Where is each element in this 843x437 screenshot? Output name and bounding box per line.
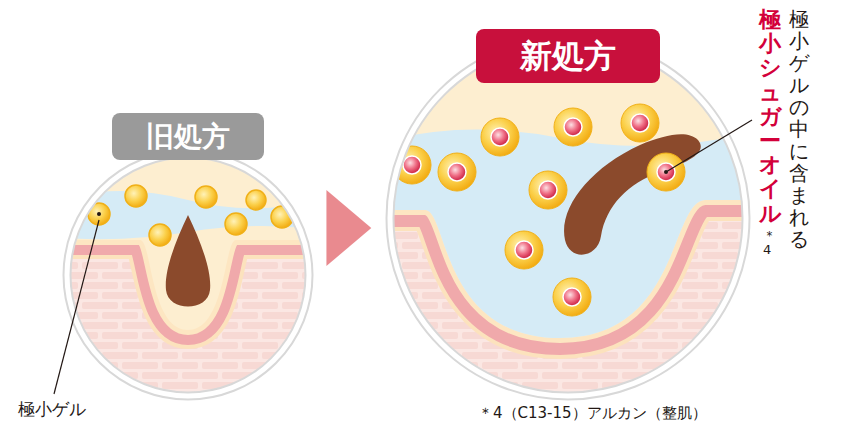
skin-circle: 新処方 [391, 41, 745, 395]
circle-outline [391, 41, 745, 395]
circle-outline [68, 155, 308, 395]
formula-heading: 旧処方 [112, 113, 264, 160]
footnote-mark: ＊4 [763, 229, 776, 258]
skin-circle: 旧処方 [68, 155, 308, 395]
footnote: ＊4（C13-15）アルカン（整肌） [478, 404, 707, 423]
transition-arrow [326, 190, 371, 266]
formula-heading: 新処方 [476, 29, 660, 83]
vertical-note: 極小ゲルの中に含まれる [789, 8, 809, 250]
leader-line [54, 220, 99, 394]
vertical-oil-label: 極小シュガーオイル [759, 8, 781, 226]
leader-line [666, 120, 752, 172]
gel-label: 極小ゲル [18, 398, 86, 421]
